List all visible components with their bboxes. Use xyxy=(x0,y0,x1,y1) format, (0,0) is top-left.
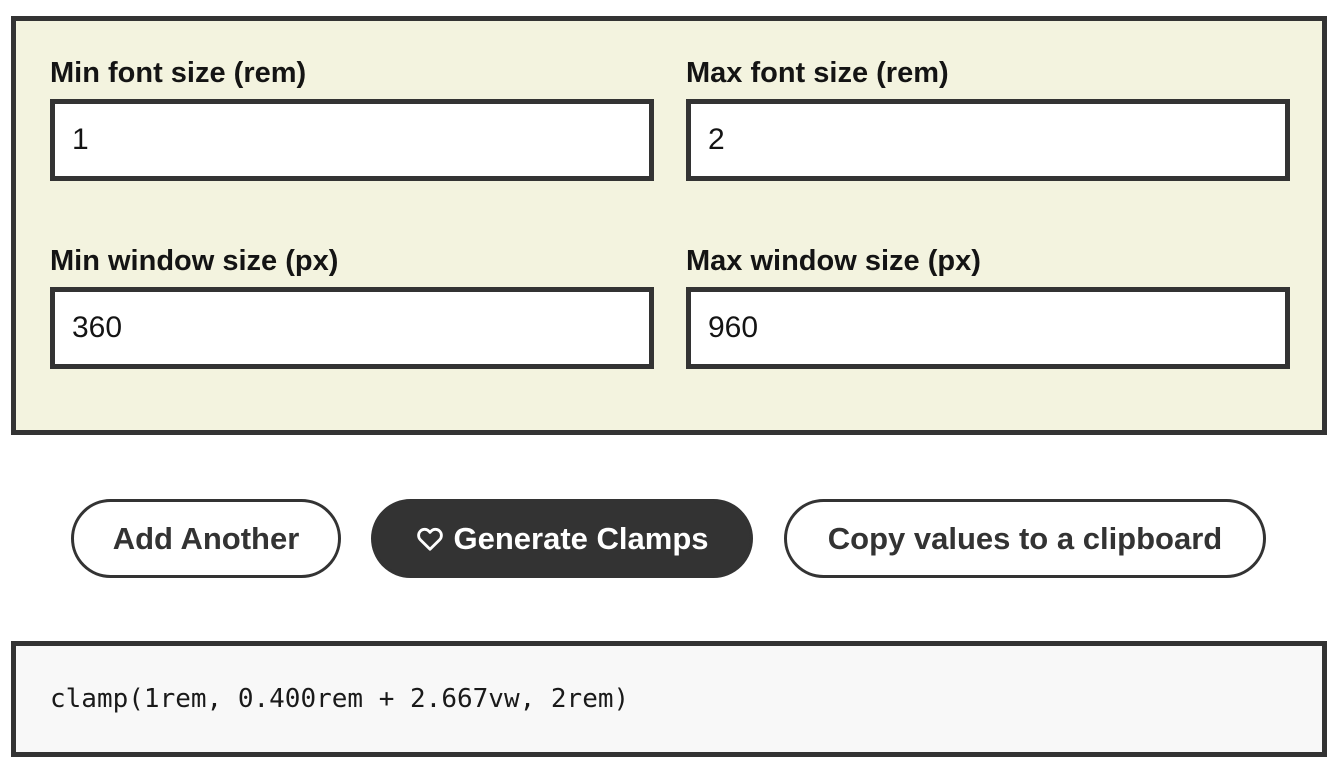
heart-icon xyxy=(416,525,444,553)
min-window-size-label: Min window size (px) xyxy=(50,245,339,277)
copy-to-clipboard-button[interactable]: Copy values to a clipboard xyxy=(784,499,1266,578)
max-window-size-input[interactable] xyxy=(686,287,1290,369)
copy-to-clipboard-label: Copy values to a clipboard xyxy=(827,520,1223,556)
clamp-input-panel: Min font size (rem) Max font size (rem) … xyxy=(11,16,1327,435)
min-font-size-label: Min font size (rem) xyxy=(50,57,307,89)
min-font-size-input[interactable] xyxy=(50,99,654,181)
max-font-size-input[interactable] xyxy=(686,99,1290,181)
max-window-size-label: Max window size (px) xyxy=(686,245,981,277)
add-another-button[interactable]: Add Another xyxy=(71,499,341,578)
clamp-output-code: clamp(1rem, 0.400rem + 2.667vw, 2rem) xyxy=(50,684,630,714)
min-window-size-input[interactable] xyxy=(50,287,654,369)
min-window-size-field: Min window size (px) xyxy=(50,247,654,369)
generate-clamps-label: Generate Clamps xyxy=(453,520,709,556)
add-another-label: Add Another xyxy=(112,520,300,556)
max-font-size-field: Max font size (rem) xyxy=(686,59,1290,181)
max-window-size-field: Max window size (px) xyxy=(686,247,1290,369)
max-font-size-label: Max font size (rem) xyxy=(686,57,949,89)
generate-clamps-button[interactable]: Generate Clamps xyxy=(371,499,753,578)
clamp-output-panel: clamp(1rem, 0.400rem + 2.667vw, 2rem) xyxy=(11,641,1327,757)
min-font-size-field: Min font size (rem) xyxy=(50,59,654,181)
